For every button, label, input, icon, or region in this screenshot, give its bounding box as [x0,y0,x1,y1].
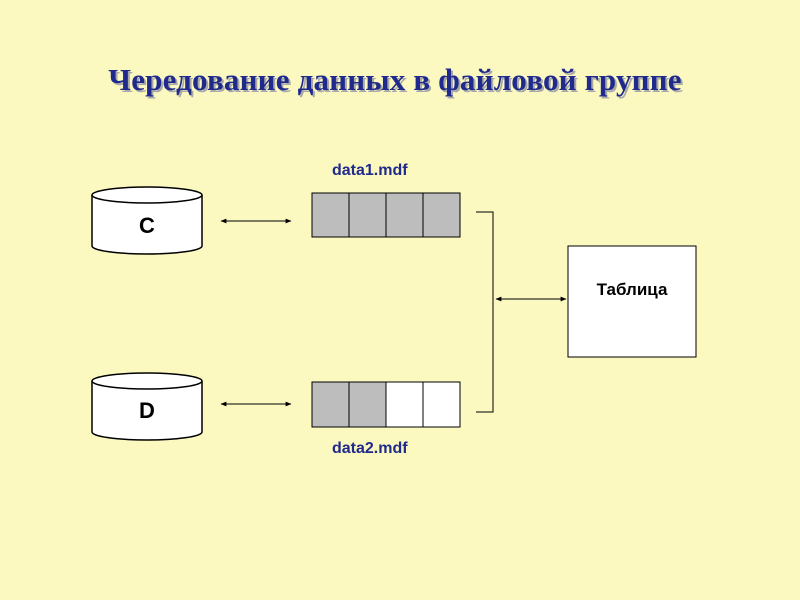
data-block [385,192,424,238]
data-block [348,381,387,428]
drive-d-cylinder: D [91,372,203,441]
drive-c-cylinder: C [91,186,203,255]
data1-blocks [311,192,461,238]
data-block [311,381,350,428]
data-block [311,192,350,238]
data-block [385,381,424,428]
data2-blocks [311,381,461,428]
table-box [567,245,697,358]
slide-title: Чередование данных в файловой группе [108,62,682,97]
file-group-bracket [476,211,494,413]
table-label: Таблица [596,280,668,299]
file-label-data1: data1.mdf [332,162,408,179]
data-block [422,381,461,428]
data-block [348,192,387,238]
drive-d-letter: D [139,398,155,423]
drive-c-letter: C [139,213,155,238]
data-block [422,192,461,238]
file-label-data2: data2.mdf [332,440,408,457]
